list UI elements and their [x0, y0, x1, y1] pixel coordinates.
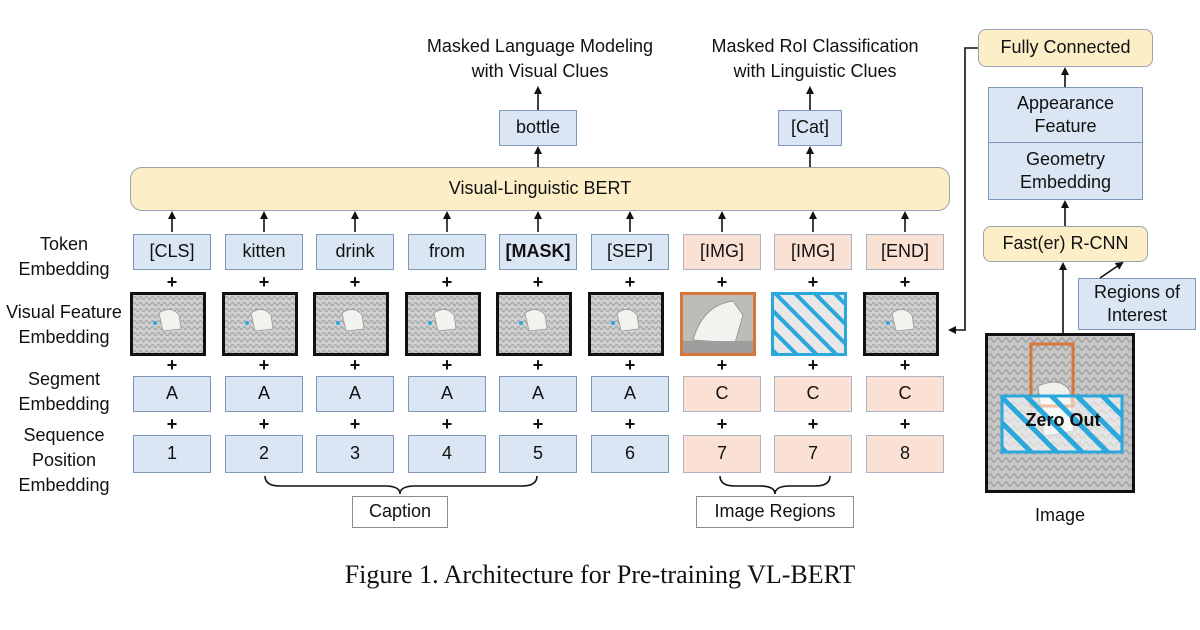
token-to-bert-arrows: [168, 211, 909, 232]
token-embedding-8: [IMG]: [774, 234, 852, 270]
visual-feature-embedding-2: [222, 292, 298, 356]
position-embedding-3: 3: [316, 435, 394, 473]
visual-feature-embedding-4: [405, 292, 481, 356]
position-embedding-4: 4: [408, 435, 486, 473]
plus-sign: +: [441, 272, 453, 292]
visual-feature-embedding-5: [496, 292, 572, 356]
plus-sign: +: [624, 414, 636, 434]
visual-feature-embedding-7: [680, 292, 756, 356]
plus-sign: +: [807, 272, 819, 292]
plus-sign: +: [258, 355, 270, 375]
plus-sign: +: [258, 272, 270, 292]
segment-embedding-7: C: [683, 376, 761, 412]
segment-embedding-3: A: [316, 376, 394, 412]
plus-sign: +: [624, 355, 636, 375]
segment-embedding-5: A: [499, 376, 577, 412]
plus-sign: +: [166, 355, 178, 375]
zero-out-region: [1000, 394, 1124, 454]
plus-sign: +: [532, 355, 544, 375]
position-embedding-9: 8: [866, 435, 944, 473]
plus-sign: +: [624, 272, 636, 292]
position-embedding-8: 7: [774, 435, 852, 473]
plus-sign: +: [899, 272, 911, 292]
input-image-graphic: [988, 336, 1132, 490]
plus-sign: +: [716, 355, 728, 375]
segment-embedding-4: A: [408, 376, 486, 412]
token-embedding-6: [SEP]: [591, 234, 669, 270]
plus-sign: +: [349, 355, 361, 375]
segment-embedding-label: Segment Embedding: [18, 369, 110, 414]
sequence-position-embedding-label: Sequence Position Embedding: [18, 425, 110, 495]
segment-embedding-6: A: [591, 376, 669, 412]
plus-sign: +: [532, 414, 544, 434]
segment-embedding-2: A: [225, 376, 303, 412]
plus-sign: +: [349, 414, 361, 434]
plus-sign: +: [532, 272, 544, 292]
caption-brace: [264, 475, 538, 495]
segment-embedding-1: A: [133, 376, 211, 412]
mrc-output-box: [Cat]: [778, 110, 842, 146]
plus-sign: +: [258, 414, 270, 434]
plus-sign: +: [716, 414, 728, 434]
visual-feature-embedding-8: [771, 292, 847, 356]
visual-feature-embedding-3: [313, 292, 389, 356]
plus-sign: +: [807, 355, 819, 375]
token-embedding-1: [CLS]: [133, 234, 211, 270]
mlm-output-box: bottle: [499, 110, 577, 146]
caption-group-label: Caption: [352, 496, 448, 528]
visual-feature-embedding-1: [130, 292, 206, 356]
position-embedding-7: 7: [683, 435, 761, 473]
appearance-feature-block: Appearance Feature: [988, 87, 1143, 143]
zero-out-label: Zero Out: [1025, 410, 1101, 430]
position-embedding-2: 2: [225, 435, 303, 473]
plus-sign: +: [441, 414, 453, 434]
mrc-head-label: Masked RoI Classification with Linguisti…: [711, 36, 919, 81]
image-regions-group-label: Image Regions: [696, 496, 854, 528]
plus-sign: +: [166, 414, 178, 434]
position-embedding-6: 6: [591, 435, 669, 473]
position-embedding-5: 5: [499, 435, 577, 473]
plus-sign: +: [349, 272, 361, 292]
plus-sign: +: [441, 355, 453, 375]
input-image: Zero Out: [985, 333, 1135, 493]
fully-connected-block: Fully Connected: [978, 29, 1153, 67]
fast-rcnn-block: Fast(er) R-CNN: [983, 226, 1148, 262]
plus-sign: +: [807, 414, 819, 434]
image-label: Image: [1034, 505, 1086, 525]
figure-caption: Figure 1. Architecture for Pre-training …: [344, 560, 856, 589]
plus-sign: +: [716, 272, 728, 292]
segment-embedding-8: C: [774, 376, 852, 412]
plus-sign: +: [899, 414, 911, 434]
segment-embedding-9: C: [866, 376, 944, 412]
visual-feature-embedding-label: Visual Feature Embedding: [6, 302, 122, 347]
fc-to-visual-feature-arrow: [948, 47, 978, 334]
roi-to-rcnn-arrow: [1099, 261, 1124, 279]
token-embedding-label: Token Embedding: [18, 234, 110, 279]
token-embedding-3: drink: [316, 234, 394, 270]
plus-sign: +: [899, 355, 911, 375]
token-embedding-9: [END]: [866, 234, 944, 270]
visual-feature-embedding-6: [588, 292, 664, 356]
token-embedding-7: [IMG]: [683, 234, 761, 270]
visual-linguistic-bert-block: Visual-Linguistic BERT: [130, 167, 950, 211]
plus-sign: +: [166, 272, 178, 292]
mlm-head-label: Masked Language Modeling with Visual Clu…: [426, 36, 654, 81]
token-embedding-2: kitten: [225, 234, 303, 270]
position-embedding-1: 1: [133, 435, 211, 473]
token-embedding-5: [MASK]: [499, 234, 577, 270]
visual-feature-embedding-9: [863, 292, 939, 356]
regions-of-interest-block: Regions of Interest: [1078, 278, 1196, 330]
token-embedding-4: from: [408, 234, 486, 270]
geometry-embedding-block: Geometry Embedding: [988, 142, 1143, 200]
image-regions-brace: [719, 475, 831, 495]
